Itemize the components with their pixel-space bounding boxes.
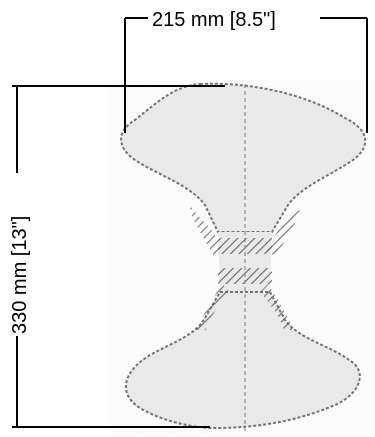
width-label: 215 mm [8.5"]	[152, 9, 276, 31]
height-label: 330 mm [13"]	[9, 216, 31, 334]
antenna-shape	[110, 80, 375, 435]
height-dimension: 330 mm [13"]	[9, 85, 225, 428]
width-dimension: 215 mm [8.5"]	[124, 9, 368, 133]
